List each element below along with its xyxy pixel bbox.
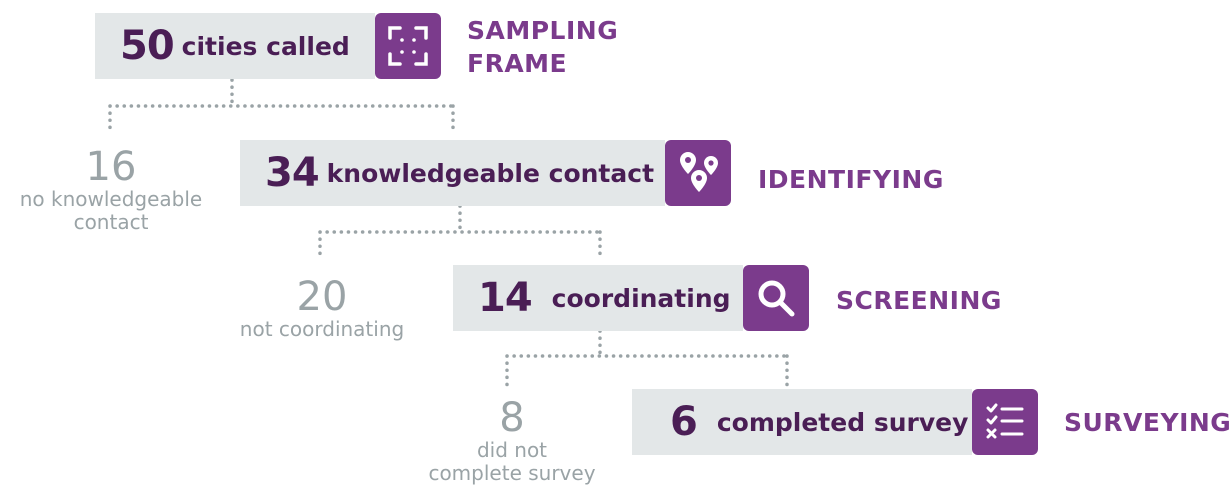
- step-box-identifying: 34 knowledgeable contact: [240, 140, 665, 206]
- connector-step3: [505, 329, 789, 387]
- dropout-label-line2: complete survey: [428, 461, 596, 485]
- dropout-not-coordinating: 20 not coordinating: [222, 276, 422, 341]
- step-count: 6: [670, 399, 698, 445]
- step-box-screening: 14 coordinating: [453, 265, 743, 331]
- stage-label-surveying: SURVEYING: [1064, 408, 1230, 437]
- step-box-surveying: 6 completed survey: [632, 389, 972, 455]
- checklist-icon: [972, 389, 1038, 455]
- magnifier-icon: [743, 265, 809, 331]
- stage-label-identifying: IDENTIFYING: [758, 165, 944, 194]
- connector-step1: [108, 78, 455, 136]
- location-pins-icon: [665, 140, 731, 206]
- dropout-label-line1: did not: [476, 438, 548, 462]
- stage-label-screening: SCREENING: [836, 286, 1002, 315]
- dropout-count: 8: [499, 395, 525, 441]
- step-label: cities called: [181, 31, 350, 61]
- step-label: knowledgeable contact: [326, 158, 655, 188]
- dropout-count: 20: [296, 274, 348, 320]
- dropout-did-not-complete: 8 did not complete survey: [412, 397, 612, 485]
- stage-label-sampling-frame: SAMPLING FRAME: [467, 16, 619, 78]
- dropout-label-line2: contact: [73, 210, 149, 234]
- step-count: 34: [265, 150, 320, 196]
- frame-scan-icon: [375, 13, 441, 79]
- connector-step2: [318, 204, 602, 262]
- step-box-sampling: 50 cities called: [95, 13, 375, 79]
- dropout-no-contact: 16 no knowledgeable contact: [5, 146, 217, 234]
- dropout-label-line1: no knowledgeable: [19, 187, 203, 211]
- dropout-count: 16: [85, 144, 137, 190]
- step-label: coordinating: [551, 283, 731, 313]
- step-count: 50: [120, 23, 175, 69]
- step-count: 14: [478, 275, 533, 321]
- dropout-label-line1: not coordinating: [239, 317, 405, 341]
- step-label: completed survey: [716, 407, 969, 437]
